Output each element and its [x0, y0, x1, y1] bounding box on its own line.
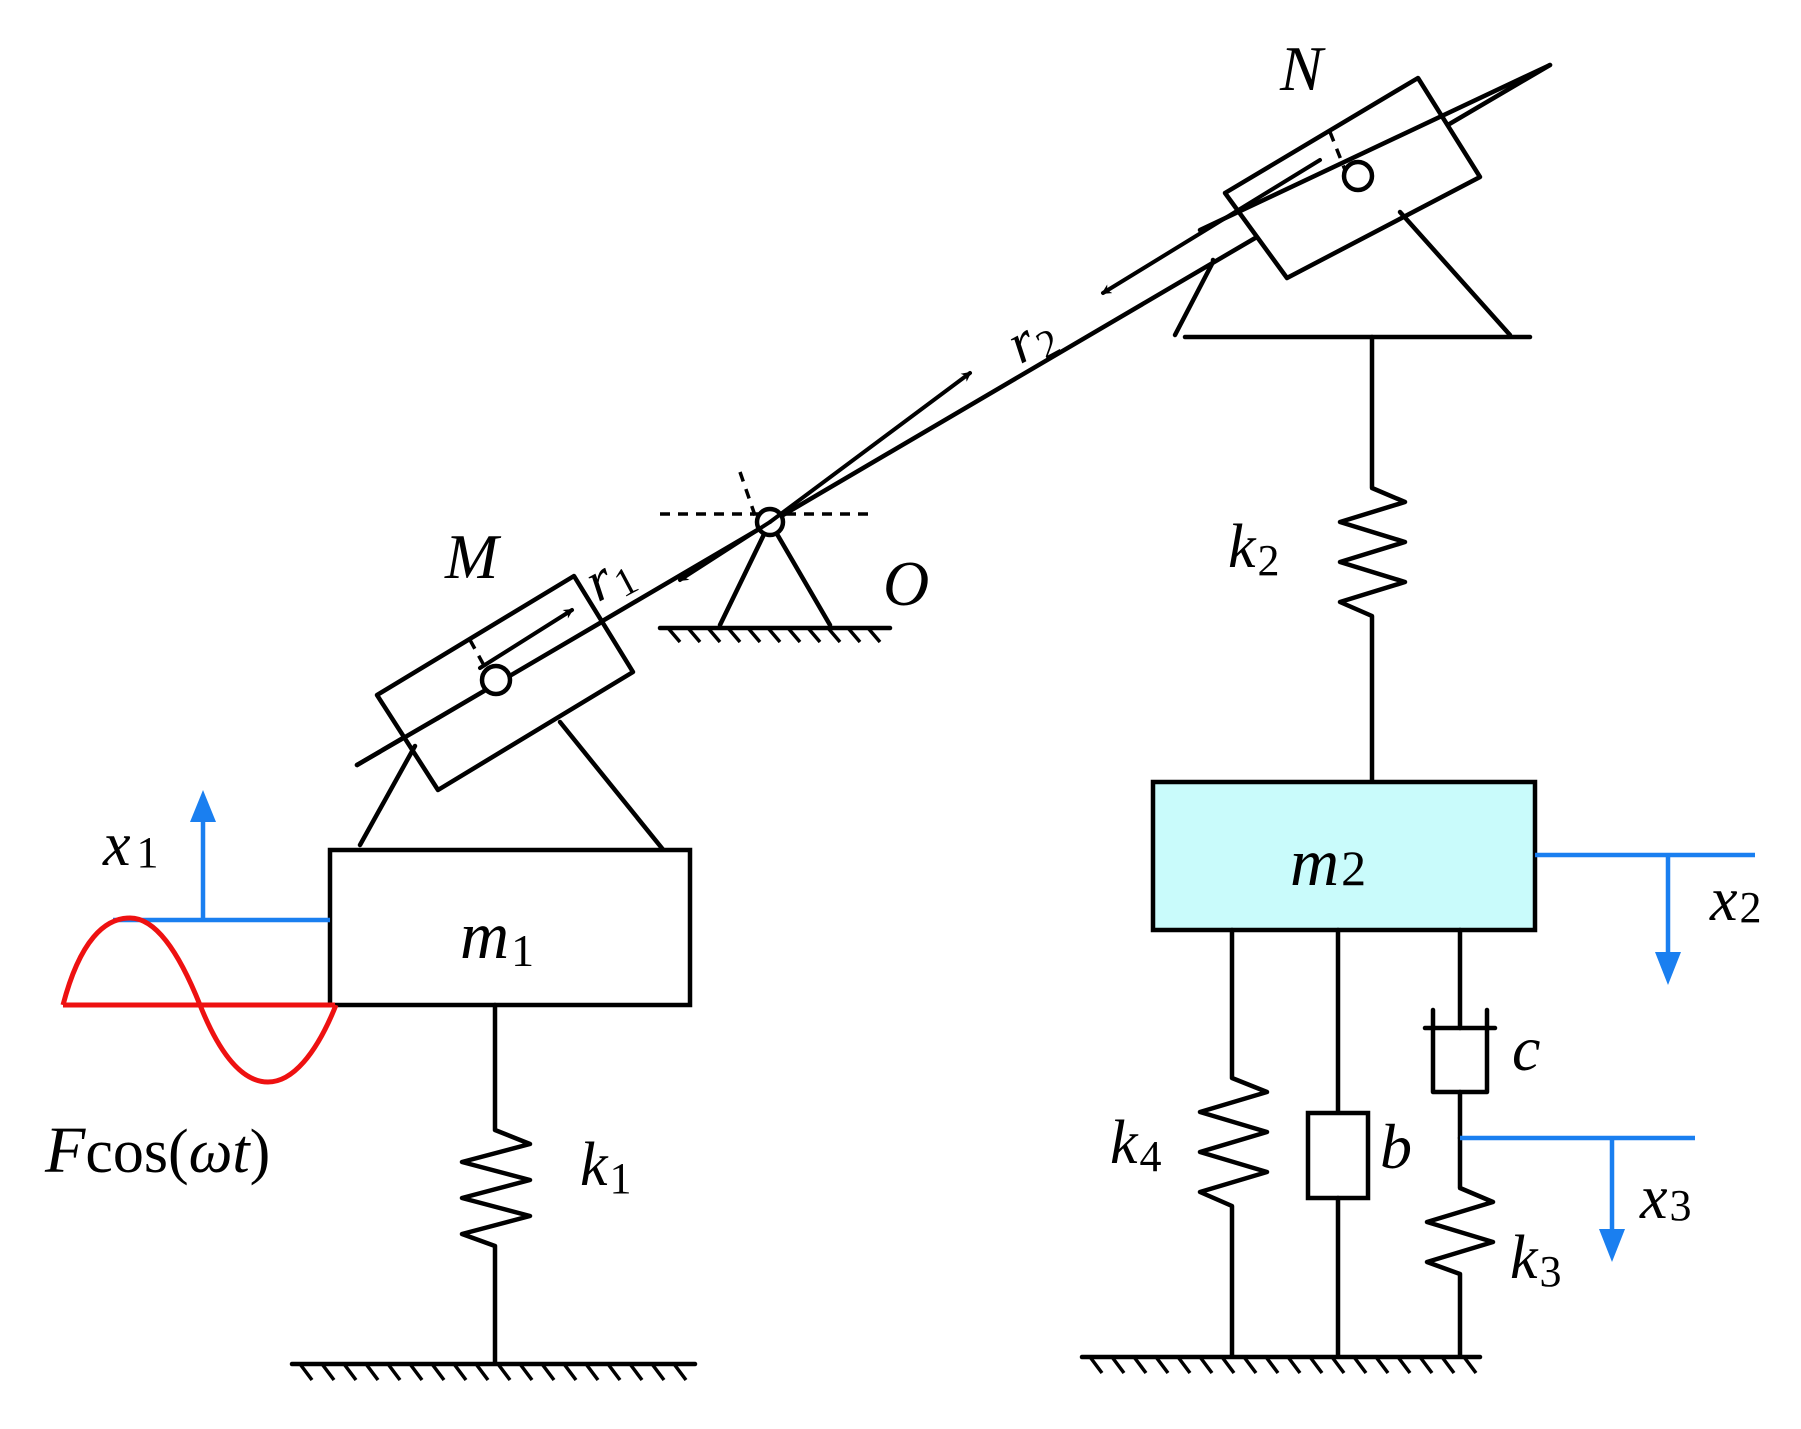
label-m: M	[444, 521, 502, 592]
inerter-b	[1305, 927, 1371, 1358]
label-m2: m2	[1290, 824, 1366, 900]
label-o: O	[883, 548, 929, 619]
spring-k1	[459, 1002, 533, 1365]
slider-n-leg-left	[1172, 257, 1216, 338]
r1-arrow-inner	[478, 608, 574, 670]
mass-m2	[1150, 779, 1538, 933]
slider-n-dash	[1328, 131, 1347, 171]
damper-c	[1422, 927, 1498, 1141]
spring-k2	[1337, 334, 1408, 785]
r2-arrow-out	[768, 371, 972, 524]
r2-arrow-in	[1101, 158, 1322, 295]
ground-m1	[289, 1361, 698, 1382]
label-b: b	[1380, 1111, 1412, 1182]
slider-n-hinge	[1341, 159, 1375, 193]
r1-arrow	[678, 520, 772, 582]
ground-m2	[1079, 1354, 1483, 1375]
rod-segment-m-left	[354, 715, 441, 768]
label-k1: k1	[580, 1131, 632, 1203]
spring-k3	[1424, 1135, 1496, 1358]
label-x2: x2	[1709, 866, 1762, 934]
label-x3: x3	[1639, 1164, 1692, 1232]
slider-m	[354, 573, 668, 855]
x3-arrow-head	[1599, 1229, 1625, 1262]
label-k3: k3	[1510, 1224, 1562, 1296]
inerter-b-box	[1305, 1110, 1371, 1201]
slider-m-leg-left	[357, 743, 418, 848]
x2-arrow-head	[1655, 952, 1681, 985]
slider-m-leg-right	[557, 719, 668, 855]
spring-k4	[1197, 927, 1270, 1358]
label-force: Fcos(ωt)	[44, 1114, 270, 1187]
slider-n-leg-right	[1397, 209, 1513, 338]
slider-n	[1101, 62, 1553, 340]
pivot-o	[657, 471, 893, 644]
excitation-wave	[60, 915, 339, 1085]
label-c: c	[1512, 1013, 1540, 1084]
slider-m-hinge	[479, 663, 513, 697]
label-n: N	[1279, 33, 1326, 104]
x1-arrow-head	[190, 790, 216, 822]
label-k4: k4	[1110, 1109, 1162, 1181]
label-m1: m1	[460, 897, 534, 976]
pivot-triangle	[717, 519, 833, 628]
label-r2: r2	[996, 298, 1068, 380]
rod-segment-n	[1197, 62, 1553, 233]
pivot-ground-hatch	[666, 626, 882, 644]
rod-segment-m	[435, 620, 603, 721]
mass-m1	[327, 847, 693, 1008]
label-k2: k2	[1228, 513, 1280, 585]
